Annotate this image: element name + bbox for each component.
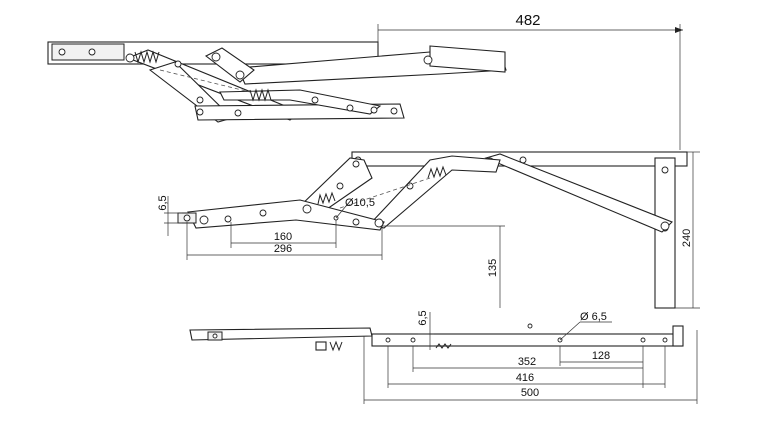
side-view: 6,5 Ø10,5 160 296 135 240: [157, 151, 700, 309]
base-hole-5: [302, 204, 312, 214]
flat-spring-block: [315, 341, 327, 351]
rocker-hole-1: [211, 52, 221, 62]
top-view: 482: [47, 12, 683, 150]
dim-482-label: 482: [515, 12, 540, 29]
dim-flat-65-label: 6,5: [417, 310, 429, 325]
side-upper-link: [368, 155, 501, 229]
bottom-hole-5: [370, 106, 378, 114]
flat-hole-2: [410, 337, 416, 343]
base-hole-3: [224, 215, 232, 223]
spring-side-left: [317, 191, 336, 205]
flat-hole-5: [662, 337, 668, 343]
link-hole-b: [174, 60, 182, 68]
spring-side-right: [427, 165, 447, 179]
dim-296-label: 296: [274, 243, 292, 255]
rocker-hole-2: [235, 70, 245, 80]
base-hole-7: [352, 218, 360, 226]
spring-guide-top: [159, 69, 251, 93]
side-vertical-post: [654, 157, 676, 309]
bottom-view: 6,5 Ø 6,5 128 352 416 500: [189, 310, 698, 404]
bottom-hole-3: [311, 96, 319, 104]
bottom-hole-6: [390, 107, 398, 115]
dim-500-label: 500: [521, 387, 539, 399]
long-arm-hole-2: [660, 221, 670, 231]
dim-135-label: 135: [487, 259, 499, 277]
flat-hole-1: [385, 337, 391, 343]
dim-side-dia-label: Ø10,5: [345, 197, 375, 209]
flat-spring-left: [329, 340, 343, 352]
lower-link-hole: [352, 160, 360, 168]
dim-side-65-label: 6,5: [157, 195, 169, 210]
dim-128-label: 128: [592, 350, 610, 362]
flat-left-hole: [212, 333, 218, 339]
flat-hole-4: [640, 337, 646, 343]
upper-link-hole: [406, 182, 414, 190]
dim-flat-dia-label: Ø 6,5: [580, 311, 607, 323]
bottom-hole-2: [234, 109, 242, 117]
spring-top-middle: [249, 88, 272, 102]
dim-352-label: 352: [518, 356, 536, 368]
flat-main-bar: [371, 333, 683, 347]
top-pivot-left: [125, 53, 135, 63]
bottom-hole-1: [196, 108, 204, 116]
link-hole-a: [196, 96, 204, 104]
side-base-arm: [187, 199, 385, 231]
flat-hole-6: [527, 323, 533, 329]
dim-416-label: 416: [516, 372, 534, 384]
post-hole-top: [661, 166, 669, 174]
base-hole-1: [183, 214, 191, 222]
bottom-hole-4: [346, 104, 354, 112]
dim-160-label: 160: [274, 231, 292, 243]
base-hole-8: [374, 218, 384, 228]
spring-top-left: [134, 50, 160, 64]
bracket-hole-2: [88, 48, 96, 56]
dim-482-arrow: [675, 27, 683, 33]
side-long-arm: [484, 153, 673, 233]
flat-end-post: [672, 325, 684, 347]
dim-side-dia-leader: [335, 205, 347, 219]
bracket-hole-1: [58, 48, 66, 56]
base-hole-6: [336, 182, 344, 190]
spring-guide-side: [339, 177, 431, 209]
base-hole-4: [259, 209, 267, 217]
arm-pivot-right: [423, 55, 433, 65]
dim-flat-dia-leader: [559, 321, 581, 341]
dim-240-label: 240: [681, 229, 693, 247]
left-bracket: [51, 43, 125, 61]
flat-spring-right: [435, 343, 452, 349]
base-hole-2: [199, 215, 209, 225]
